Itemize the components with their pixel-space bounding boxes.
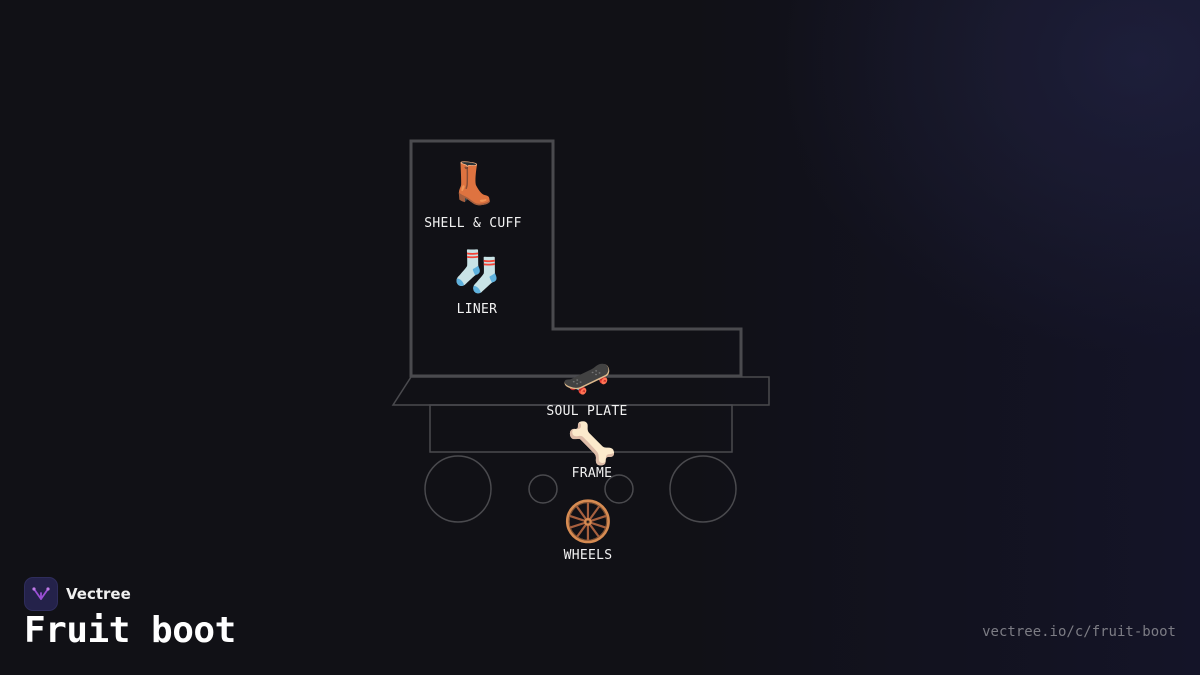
frame-outline <box>429 404 733 453</box>
part-label: SOUL PLATE <box>546 404 628 419</box>
part-label: WHEELS <box>563 548 613 563</box>
bone-icon: 🦴 <box>567 421 617 467</box>
socks-icon: 🧦 <box>452 249 502 295</box>
soul-plate-outline <box>391 376 770 406</box>
wheel-icon: 🛞 <box>563 499 613 545</box>
source-url: vectree.io/c/fruit-boot <box>982 624 1176 640</box>
brand-name: Vectree <box>66 585 131 603</box>
part-frame: 🦴 FRAME <box>567 420 617 481</box>
part-liner: 🧦 LINER <box>452 248 502 317</box>
part-wheels: 🛞 WHEELS <box>563 498 613 563</box>
wheel-outline <box>528 474 558 504</box>
page-title: Fruit boot <box>24 610 236 651</box>
part-shell-cuff: 👢 SHELL & CUFF <box>424 160 522 231</box>
wheel-outline <box>669 455 737 523</box>
boot-icon: 👢 <box>448 161 498 207</box>
wheel-outline <box>424 455 492 523</box>
part-label: LINER <box>456 302 498 317</box>
boot-outline <box>409 139 743 378</box>
vectree-logo-icon <box>24 577 58 611</box>
brand: Vectree <box>24 577 131 611</box>
part-label: FRAME <box>571 466 613 481</box>
wheel-outline <box>604 474 634 504</box>
part-label: SHELL & CUFF <box>424 216 522 231</box>
skateboard-icon: 🛹 <box>562 355 612 401</box>
part-soul-plate: 🛹 SOUL PLATE <box>546 354 627 419</box>
